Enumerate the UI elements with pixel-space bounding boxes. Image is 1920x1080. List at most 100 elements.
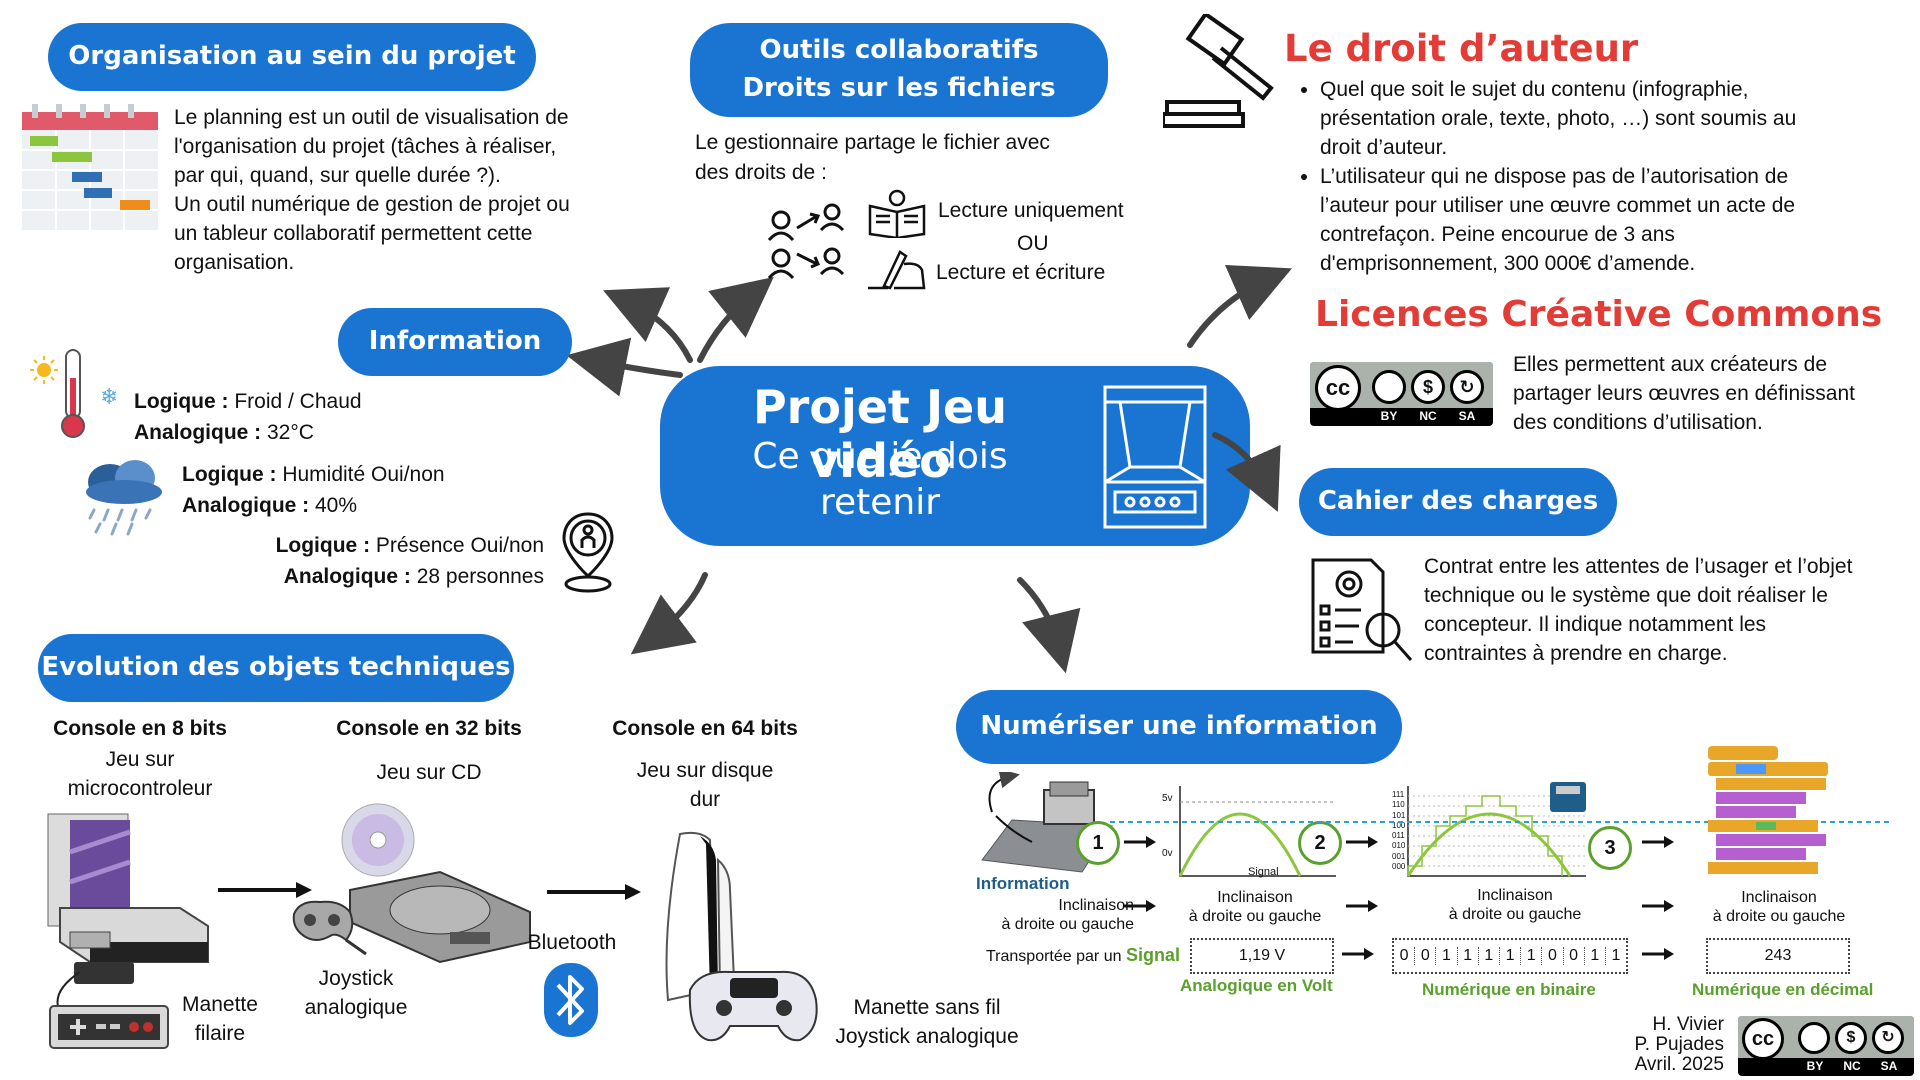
console-8bit-line-1: Jeu sur	[105, 748, 175, 771]
step-3-circle: 3	[1588, 826, 1632, 870]
droit-bullet-2-l3: contrefaçon. Peine encourue de 3 ans	[1320, 223, 1675, 246]
licences-line-2: partager leurs œuvres en définissant	[1513, 382, 1855, 405]
cc-footer-nc: NC	[1843, 1059, 1861, 1073]
cc-badge-footer: cc $ ↻ BY NC SA	[1738, 1016, 1914, 1076]
bin-label-000: 000	[1392, 862, 1406, 872]
gantt-calendar-icon	[22, 104, 158, 230]
organisation-line-6: organisation.	[174, 251, 295, 274]
reading-book-icon	[868, 189, 926, 238]
info-row-2-analog-label: Analogique :	[182, 494, 310, 517]
bin-label-111: 111	[1392, 790, 1405, 799]
credit-line-3: Avril. 2025	[1634, 1054, 1724, 1075]
step-1-circle: 1	[1076, 821, 1120, 865]
axis-0v: 0v	[1162, 848, 1173, 859]
organisation-line-5: un tableur collaboratif permettent cette	[174, 222, 533, 245]
nc-footer-icon: $	[1835, 1022, 1867, 1054]
info-row-3-logic-label: Logique :	[275, 534, 371, 557]
writing-hand-icon	[868, 250, 926, 290]
binary-axis-labels: 111 110 101 100 011 010 001 000	[1392, 790, 1405, 872]
right-read-only: Lecture uniquement	[938, 199, 1124, 222]
incl-3: Inclinaison à droite ou gauche	[1430, 886, 1600, 924]
by-icon	[1372, 370, 1406, 404]
bit-1: 0	[1415, 947, 1437, 965]
bluetooth-label: Bluetooth	[527, 931, 617, 954]
transport-text: Transportée par un	[986, 948, 1122, 965]
outils-title-2: Droits sur les fichiers	[742, 73, 1056, 103]
info-row-3-logic-value: Présence Oui/non	[370, 534, 544, 557]
nes-console-icon	[47, 813, 209, 1049]
step-2-label: 2	[1314, 832, 1326, 854]
analog-volt-label: Analogique en Volt	[1180, 976, 1333, 995]
bin-label-001: 001	[1392, 851, 1406, 861]
bit-3: 1	[1458, 947, 1479, 965]
droit-bullet-1-l3: droit d’auteur.	[1320, 136, 1448, 159]
step-2-circle: 2	[1298, 821, 1342, 865]
info-row-3-analog-value: 28 personnes	[410, 565, 544, 588]
transport-label: Transportée par un Signal	[986, 945, 1180, 966]
incl-4-l2: à droite ou gauche	[1712, 908, 1846, 925]
center-node	[660, 366, 1250, 546]
manette-sans-fil-line-1: Manette sans fil	[853, 996, 1001, 1019]
incl-1-l1: Inclinaison	[1058, 897, 1134, 914]
outils-title-pill: Outils collaboratifs Droits sur les fich…	[690, 23, 1108, 117]
credit-line-2: P. Pujades	[1634, 1034, 1724, 1055]
bin-label-011: 011	[1392, 831, 1405, 841]
thermometer-icon: ❄	[30, 349, 118, 438]
console-32bit-title: Console en 32 bits	[336, 717, 522, 740]
information-label: Information	[976, 874, 1070, 893]
organisation-line-4: Un outil numérique de gestion de projet …	[174, 193, 570, 216]
cc-icon: cc	[1315, 365, 1361, 411]
droit-bullets: Quel que soit le sujet du contenu (infog…	[1292, 75, 1862, 278]
arrow-step2	[1346, 836, 1378, 848]
cc-nc-label: NC	[1419, 409, 1437, 423]
droit-bullet-1-l1: Quel que soit le sujet du contenu (infog…	[1320, 78, 1749, 101]
user-share-icon	[767, 203, 845, 280]
credits: H. Vivier P. Pujades Avril. 2025	[1580, 1015, 1724, 1075]
droit-bullet-1: Quel que soit le sujet du contenu (infog…	[1320, 75, 1862, 162]
cc-text: cc	[1325, 375, 1351, 400]
decimal-value: 243	[1764, 947, 1792, 964]
evolution-title: Evolution des objets techniques	[38, 634, 514, 702]
arrow-step3	[1642, 836, 1674, 848]
ps5-console-icon	[665, 831, 818, 1042]
step-1-label: 1	[1092, 832, 1104, 854]
cc-by-label: BY	[1380, 409, 1398, 423]
cahier-line-1: Contrat entre les attentes de l’usager e…	[1424, 555, 1853, 578]
bin-label-110: 110	[1392, 800, 1405, 810]
numeriser-title: Numériser une information	[956, 690, 1402, 764]
bit-9: 1	[1585, 947, 1606, 965]
info-row-1-logic-label: Logique :	[134, 390, 229, 413]
joystick-analog-line-2: analogique	[304, 996, 408, 1019]
bin-label-101: 101	[1392, 810, 1406, 820]
arrow-8-to-32	[218, 882, 312, 898]
cc-footer-sa: SA	[1880, 1059, 1898, 1073]
incl-2: Inclinaison à droite ou gauche	[1170, 888, 1340, 926]
console-64bit-line-1: Jeu sur disque	[636, 759, 774, 782]
document-search-icon	[1311, 558, 1413, 661]
droit-bullet-2-l1: L’utilisateur qui ne dispose pas de l’au…	[1320, 165, 1789, 188]
info-row-1: Logique : Froid / Chaud Analogique : 32°…	[134, 386, 362, 448]
cc-badge: cc $ ↻ BY NC SA	[1310, 362, 1493, 426]
cahier-line-4: contraintes à prendre en charge.	[1424, 642, 1728, 665]
bit-10: 1	[1611, 947, 1621, 964]
svg-text:❄: ❄	[100, 385, 118, 410]
droit-title: Le droit d’auteur	[1284, 27, 1639, 70]
bit-6: 1	[1521, 947, 1543, 965]
axis-5v: 5v	[1162, 793, 1173, 804]
incl-4-l1: Inclinaison	[1741, 889, 1817, 906]
gavel-icon	[1163, 14, 1274, 128]
bit-5: 1	[1500, 947, 1522, 965]
center-subtitle-2: retenir	[819, 482, 941, 523]
info-row-3: Logique : Présence Oui/non Analogique : …	[246, 530, 544, 592]
droit-bullet-2: L’utilisateur qui ne dispose pas de l’au…	[1320, 162, 1862, 278]
sa-footer-icon: ↻	[1872, 1022, 1904, 1054]
bluetooth-icon	[544, 963, 598, 1037]
cc-footer-icon: cc	[1742, 1018, 1784, 1060]
arcade-machine-icon	[1103, 385, 1207, 529]
by-footer-icon	[1798, 1022, 1830, 1054]
incl-2-l2: à droite ou gauche	[1188, 908, 1322, 925]
cahier-line-3: concepteur. Il indique notamment les	[1424, 613, 1767, 636]
step-3-label: 3	[1604, 837, 1616, 859]
